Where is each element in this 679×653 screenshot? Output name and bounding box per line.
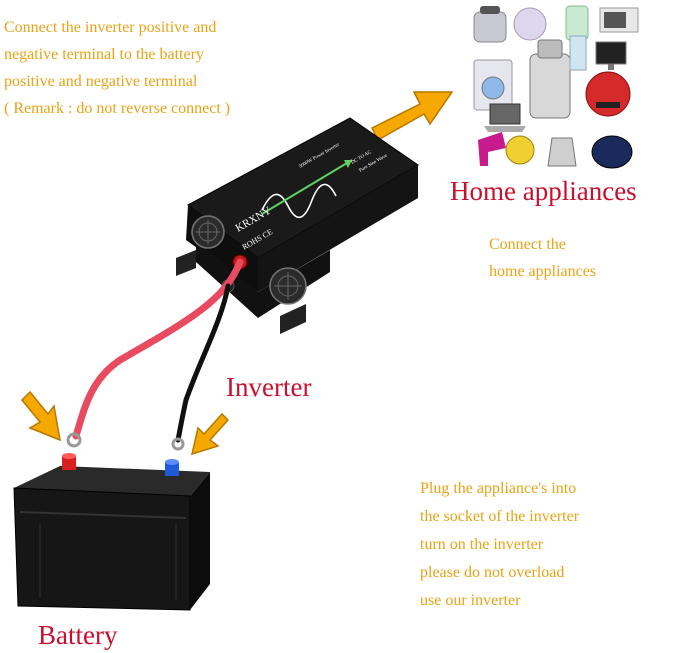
home-connection-instructions: Connect the home appliances	[489, 231, 596, 285]
arrow-to-negative-terminal-icon	[190, 412, 230, 456]
computer-icon	[595, 41, 627, 70]
negative-cable	[175, 283, 231, 443]
red-rice-cooker-icon	[585, 71, 631, 117]
instruction-line: please do not overload	[420, 564, 565, 581]
home-appliances-label: Home appliances	[450, 176, 637, 206]
washing-machine-icon	[473, 59, 513, 111]
battery-device	[13, 453, 210, 611]
pressure-cooker-icon	[473, 6, 507, 43]
arrow-to-positive-terminal-icon	[20, 390, 61, 442]
hair-dryer-icon	[478, 132, 506, 166]
instruction-line: negative terminal to the battery	[4, 46, 204, 63]
inverter-device: KRXNY ROHS CE 5000W Power Inverter DC TO…	[176, 117, 419, 334]
sine-wave-logo-icon	[261, 159, 353, 219]
microwave-icon	[599, 7, 639, 33]
instruction-line: Connect the	[489, 236, 566, 253]
instruction-line: use our inverter	[420, 592, 521, 609]
steel-kettle-icon	[547, 137, 577, 167]
juicer-icon	[529, 39, 571, 119]
inverter-label: Inverter	[226, 372, 312, 402]
home-appliances-collage	[473, 5, 639, 169]
positive-ring-terminal	[66, 432, 82, 448]
yellow-kettle-icon	[505, 135, 535, 165]
fan-icon	[269, 267, 307, 305]
battery-positive-terminal	[62, 453, 76, 470]
battery-label: Battery	[38, 620, 118, 650]
water-dispenser-icon	[569, 35, 587, 71]
instruction-line: the socket of the inverter	[420, 508, 580, 525]
usage-instructions: Plug the appliance's into the socket of …	[420, 475, 579, 615]
rice-cooker-icon	[513, 7, 547, 41]
kettle-jug-icon	[565, 5, 589, 41]
laptop-icon	[484, 103, 526, 132]
negative-ring-terminal	[171, 437, 185, 451]
arrow-to-appliances-icon	[370, 91, 454, 142]
blue-kettle-icon	[591, 135, 633, 169]
instruction-line: positive and negative terminal	[4, 73, 198, 90]
instruction-remark: ( Remark : do not reverse connect )	[4, 100, 231, 117]
battery-connection-instructions: Connect the inverter positive and negati…	[4, 14, 230, 122]
instruction-line: Connect the inverter positive and	[4, 19, 217, 36]
battery-negative-terminal	[165, 459, 179, 476]
positive-cable	[72, 258, 244, 440]
fan-icon	[191, 215, 225, 249]
instruction-line: turn on the inverter	[420, 536, 544, 553]
instruction-line: Plug the appliance's into	[420, 480, 577, 497]
instruction-line: home appliances	[489, 263, 597, 280]
